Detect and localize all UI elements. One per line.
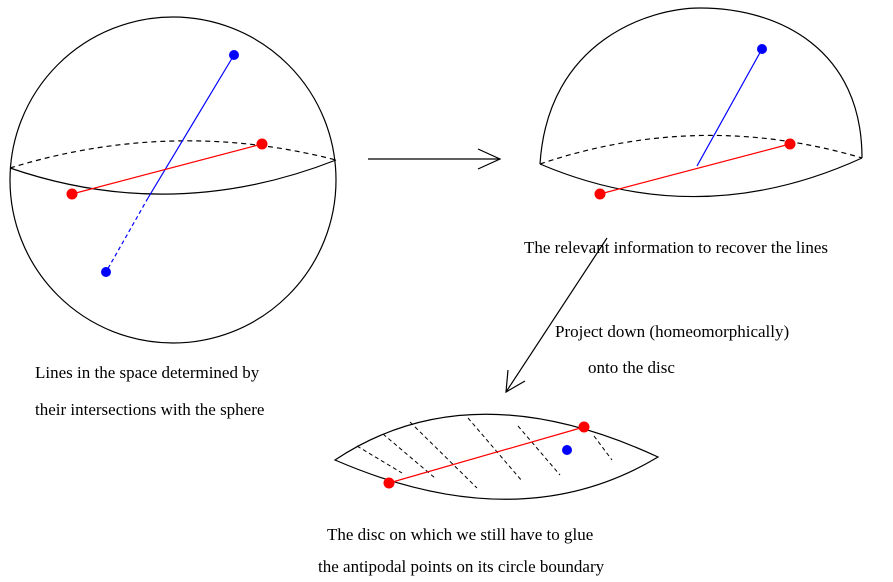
caption-sphere-line1: Lines in the space determined by	[35, 363, 260, 382]
caption-disc-line2: the antipodal points on its circle bound…	[318, 557, 605, 576]
disc-figure	[333, 413, 660, 500]
hemisphere-figure	[539, 7, 863, 200]
disc-red-line	[388, 426, 585, 484]
disc-dash-6	[593, 435, 613, 461]
sphere-blue-line-dashed	[105, 197, 149, 273]
sphere-equator-back	[9, 140, 337, 169]
caption-hemisphere: The relevant information to recover the …	[524, 238, 828, 257]
arrow-to-disc	[505, 237, 608, 394]
hemisphere-rim-back	[539, 134, 863, 165]
disc-dash-1	[356, 445, 403, 474]
disc-red-point-left	[383, 477, 395, 489]
sphere-red-point-left	[66, 188, 78, 200]
sphere-red-point-right	[256, 138, 268, 150]
caption-disc-line1: The disc on which we still have to glue	[327, 525, 593, 544]
hemisphere-red-line	[599, 143, 791, 195]
hemisphere-blue-point	[757, 44, 767, 54]
sphere-outline	[9, 16, 337, 344]
sphere-figure	[9, 16, 337, 344]
sphere-equator-front	[9, 159, 337, 195]
caption-project-line1: Project down (homeomorphically)	[555, 322, 789, 341]
caption-sphere-line2: their intersections with the sphere	[35, 400, 264, 419]
hemisphere-rim-front	[539, 157, 863, 198]
disc-dash-3	[409, 421, 478, 489]
disc-red-point-right	[578, 421, 590, 433]
arrow-to-hemisphere	[368, 148, 502, 170]
sphere-red-line	[71, 143, 263, 195]
sphere-blue-line-solid	[147, 54, 235, 199]
sphere-blue-point-top	[229, 50, 239, 60]
disc-dash-2	[382, 433, 436, 479]
hemisphere-blue-line	[696, 48, 763, 167]
hemisphere-red-point-right	[784, 138, 796, 150]
disc-dash-5	[517, 425, 561, 476]
disc-outline	[333, 413, 660, 500]
disc-dash-4	[467, 417, 523, 482]
hemisphere-red-point-left	[594, 188, 606, 200]
sphere-blue-point-bottom	[101, 267, 111, 277]
hemisphere-dome	[539, 7, 863, 165]
disc-blue-point	[562, 445, 572, 455]
caption-project-line2: onto the disc	[588, 358, 675, 377]
